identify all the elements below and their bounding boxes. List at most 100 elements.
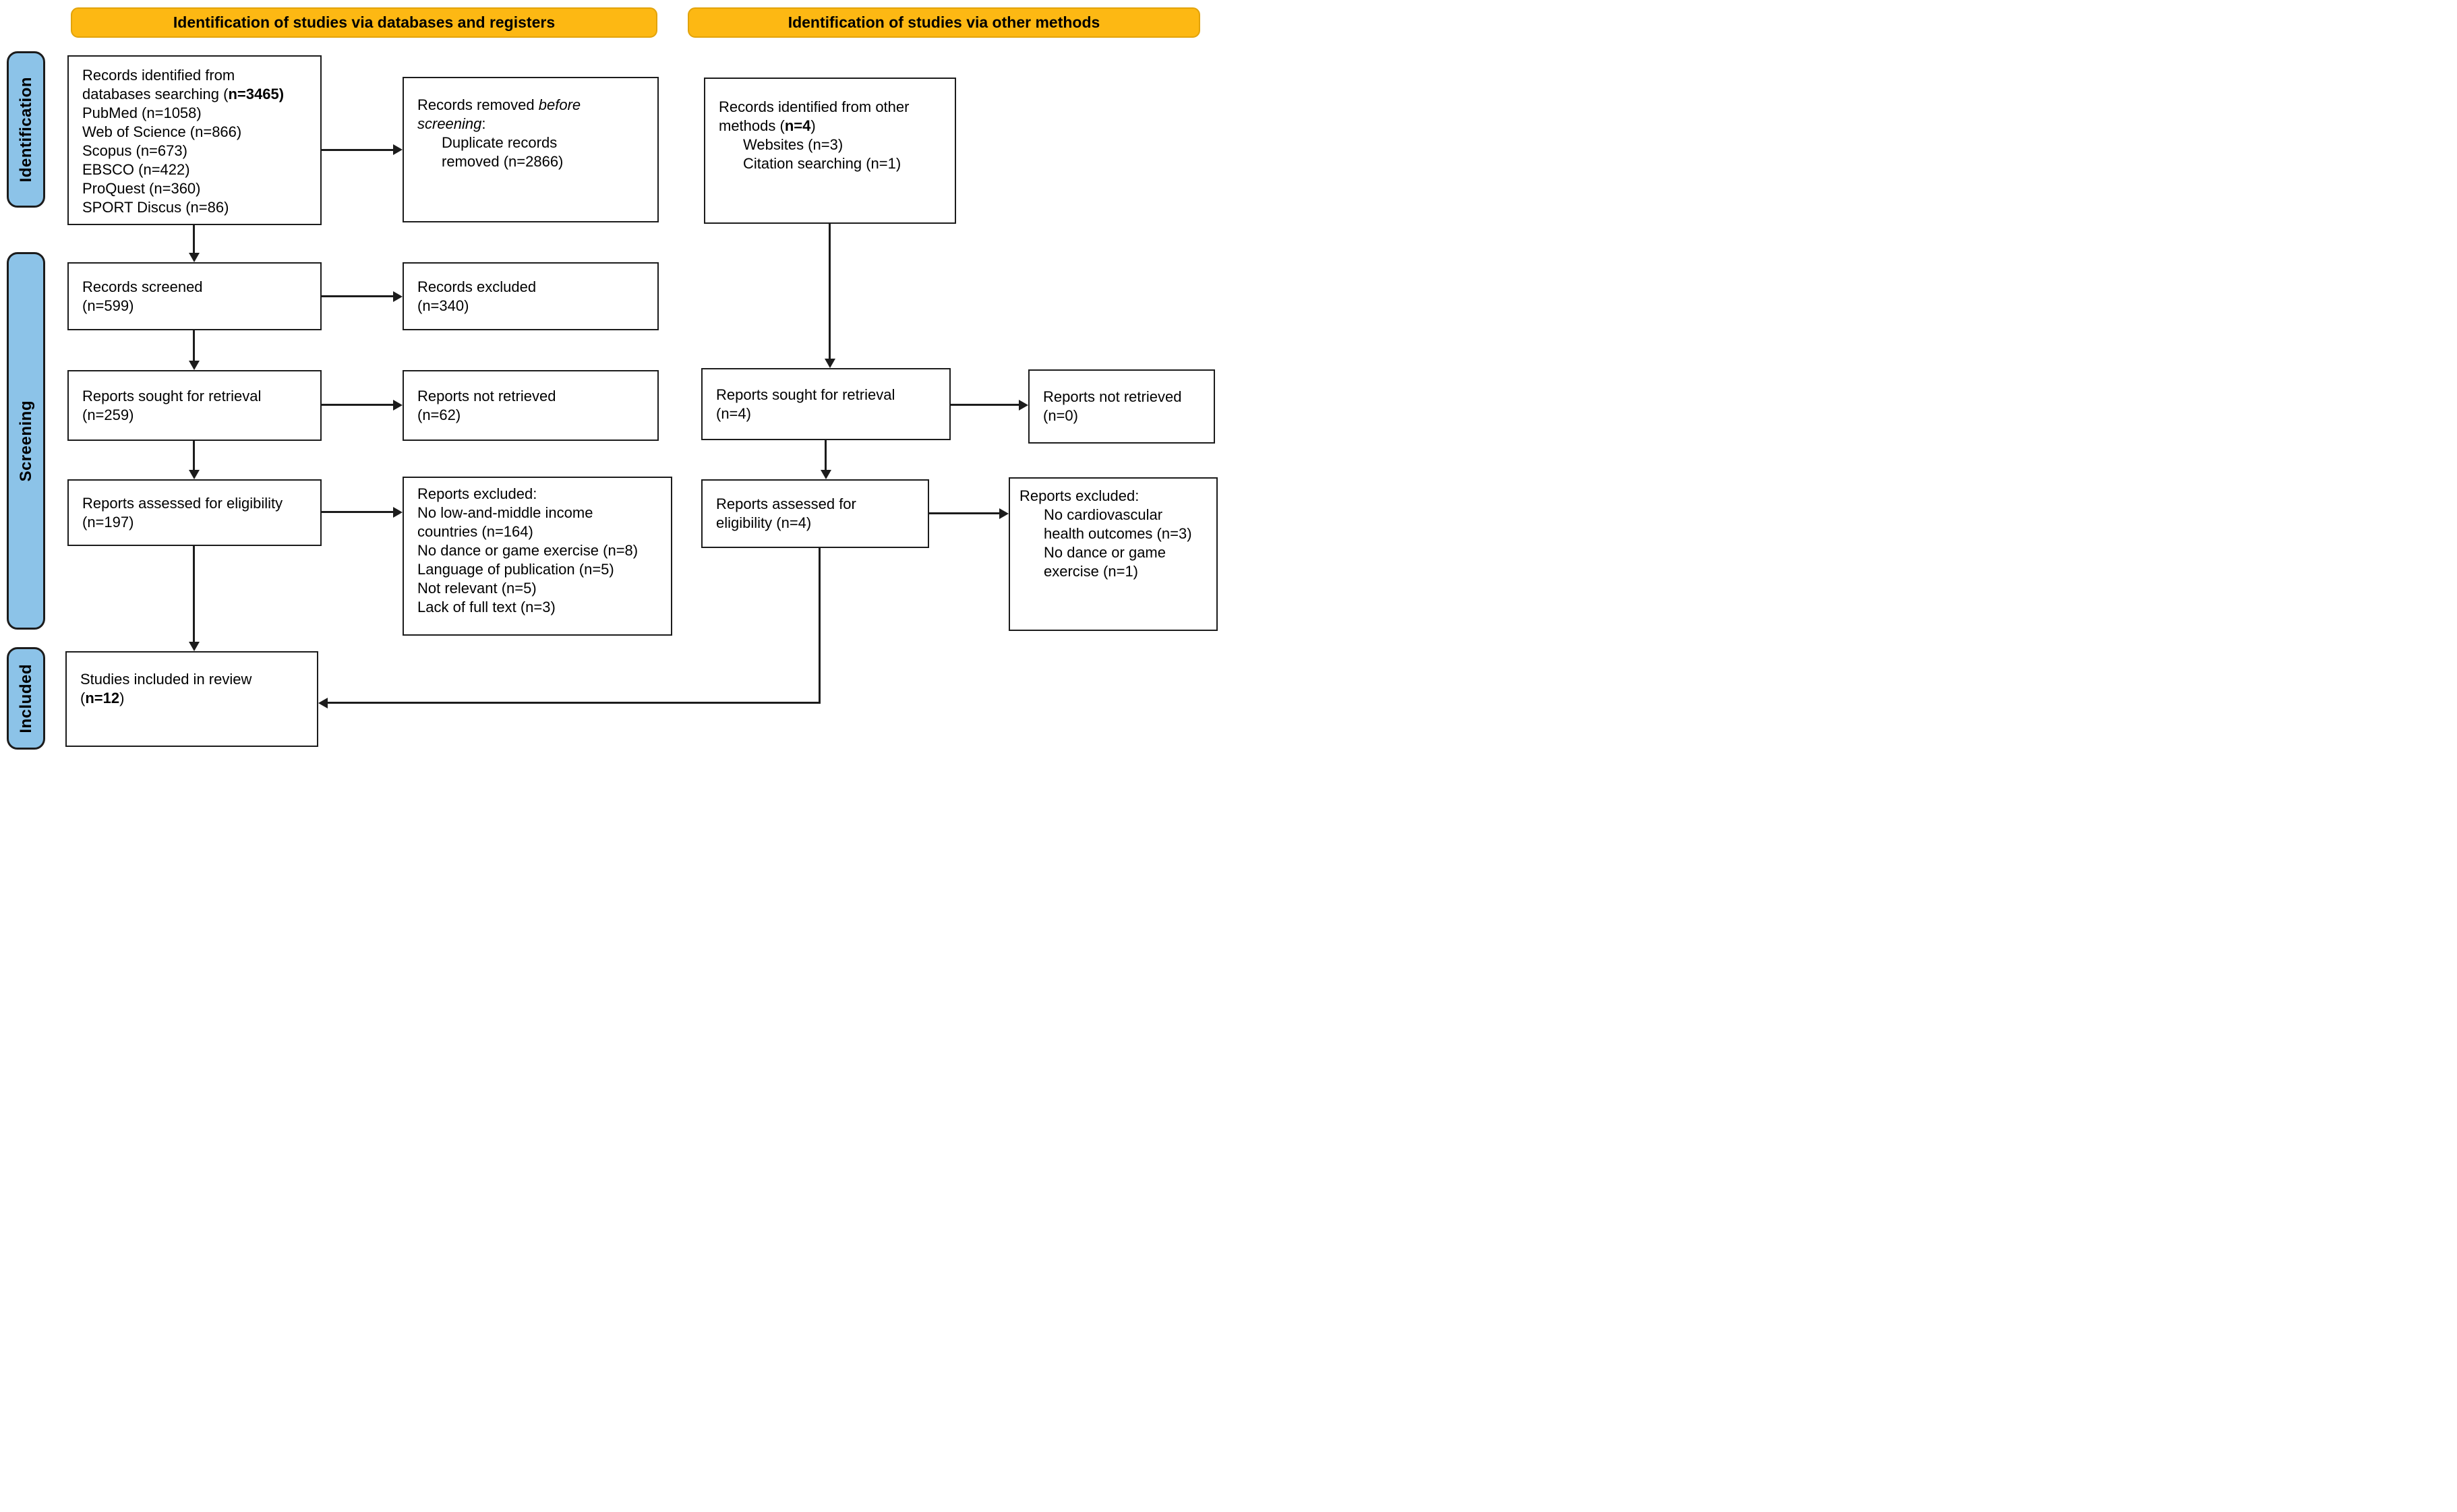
text-line: Websites (n=3): [743, 136, 843, 153]
banner-databases-registers-label: Identification of studies via databases …: [173, 13, 556, 31]
text-line: Not relevant (n=5): [417, 580, 537, 597]
text-line: (n=62): [417, 406, 461, 423]
box-reports-excluded-right-text: Reports excluded: No cardiovascular health…: [1010, 479, 1216, 581]
arrow-sought-to-notretrieved-right-head: [1019, 400, 1028, 411]
text-line: (n=0): [1043, 407, 1078, 424]
box-reports-excluded-right: Reports excluded: No cardiovascular health…: [1009, 477, 1218, 631]
arrow-assessed-to-excluded-left-head: [393, 507, 403, 518]
box-records-identified-databases: Records identified from databases searchi…: [67, 55, 322, 225]
box-reports-sought-left-text: Reports sought for retrieval (n=259): [69, 387, 268, 425]
prisma-flow-diagram: Identification of studies via databases …: [0, 0, 1228, 756]
text-line: Language of publication (n=5): [417, 561, 614, 578]
box-reports-assessed-left: Reports assessed for eligibility(n=197): [67, 479, 322, 546]
stage-identification-label: Identification: [16, 76, 35, 183]
box-reports-not-retrieved-left: Reports not retrieved (n=62): [403, 370, 659, 441]
box-reports-not-retrieved-right-text: Reports not retrieved (n=0): [1030, 388, 1188, 425]
arrow-assessed-to-excluded-left-line: [322, 511, 393, 513]
box-reports-sought-left: Reports sought for retrieval (n=259): [67, 370, 322, 441]
stage-screening: Screening: [7, 252, 45, 630]
text-line: screening:: [417, 115, 486, 132]
arrow-identified-to-removed-line: [322, 149, 393, 151]
arrow-assessedright-to-included-hline: [328, 702, 821, 704]
box-records-identified-other-text: Records identified from other methods (n=…: [705, 79, 955, 173]
arrow-sought-to-assessed-head: [189, 470, 200, 479]
box-records-excluded: Records excluded (n=340): [403, 262, 659, 330]
text-line: Lack of full text (n=3): [417, 599, 556, 615]
text-line: Reports not retrieved: [1043, 388, 1182, 405]
text-line: eligibility (n=4): [716, 514, 812, 531]
arrow-assessed-to-excluded-right-line: [929, 512, 999, 514]
text-line: databases searching (n=3465): [82, 86, 285, 102]
text-line: Records identified from other: [719, 98, 910, 115]
arrow-identified-to-screened-head: [189, 253, 200, 262]
box-studies-included: Studies included in review(n=12): [65, 651, 318, 747]
text-line: Records screened: [82, 278, 203, 295]
text-line: Scopus (n=673): [82, 142, 187, 159]
text-line: Reports not retrieved: [417, 387, 556, 404]
stage-included: Included: [7, 647, 45, 750]
text-line: (n=340): [417, 297, 469, 314]
box-reports-excluded-left-text: Reports excluded: No low-and-middle incom…: [404, 478, 671, 617]
text-line: (n=197): [82, 513, 134, 531]
box-records-screened: Records screened (n=599): [67, 262, 322, 330]
text-line: exercise (n=1): [1044, 563, 1139, 580]
arrow-identified-to-removed-head: [393, 144, 403, 155]
arrow-sought-to-notretrieved-left-head: [393, 400, 403, 411]
box-reports-assessed-left-text: Reports assessed for eligibility(n=197): [69, 494, 289, 532]
text-line: Duplicate records: [442, 134, 558, 151]
text-line: Records removed before: [417, 96, 581, 113]
box-records-removed-text: Records removed before screening: Duplicat…: [404, 78, 657, 171]
arrow-assessed-to-included-head: [189, 642, 200, 651]
text-line: Web of Science (n=866): [82, 123, 242, 140]
arrow-assessed-to-included-line: [193, 546, 195, 642]
arrow-sought-to-notretrieved-left-line: [322, 404, 393, 406]
arrow-screened-to-excluded-head: [393, 291, 403, 302]
arrow-screened-to-sought-line: [193, 330, 195, 361]
text-line: Reports sought for retrieval: [82, 387, 262, 404]
text-line: methods (n=4): [719, 117, 816, 134]
stage-screening-label: Screening: [16, 400, 35, 482]
text-line: Records excluded: [417, 278, 537, 295]
text-line: EBSCO (n=422): [82, 161, 190, 178]
text-line: No dance or game: [1044, 544, 1166, 561]
text-line: PubMed (n=1058): [82, 104, 202, 121]
stage-identification: Identification: [7, 51, 45, 208]
arrow-sought-to-assessed-right-line: [825, 440, 827, 470]
stage-included-label: Included: [16, 663, 35, 733]
text-line: Records identified from: [82, 67, 235, 84]
box-studies-included-text: Studies included in review(n=12): [67, 653, 317, 708]
box-reports-not-retrieved-right: Reports not retrieved (n=0): [1028, 369, 1215, 444]
arrow-identified-to-screened-line: [193, 225, 195, 253]
banner-databases-registers: Identification of studies via databases …: [71, 7, 657, 38]
text-line: health outcomes (n=3): [1044, 525, 1192, 542]
box-records-identified-other: Records identified from other methods (n=…: [704, 78, 956, 224]
text-line: Reports excluded:: [1019, 487, 1139, 504]
arrow-sought-to-assessed-line: [193, 441, 195, 470]
box-reports-sought-right-text: Reports sought for retrieval(n=4): [703, 386, 901, 423]
text-line: No cardiovascular: [1044, 506, 1163, 523]
text-line: Reports sought for retrieval: [716, 386, 895, 403]
text-line: removed (n=2866): [442, 153, 564, 170]
arrow-assessed-to-excluded-right-head: [999, 508, 1009, 519]
text-line: No low-and-middle income: [417, 504, 593, 521]
text-line: (n=259): [82, 406, 134, 423]
box-records-screened-text: Records screened (n=599): [69, 278, 210, 315]
arrow-screened-to-excluded-line: [322, 295, 393, 297]
text-line: ProQuest (n=360): [82, 180, 201, 197]
arrow-otheridentified-to-sought-head: [825, 359, 835, 368]
banner-other-methods: Identification of studies via other meth…: [688, 7, 1200, 38]
arrow-sought-to-notretrieved-right-line: [951, 404, 1019, 406]
text-line: SPORT Discus (n=86): [82, 199, 229, 216]
arrow-sought-to-assessed-right-head: [821, 470, 831, 479]
box-reports-excluded-left: Reports excluded: No low-and-middle incom…: [403, 477, 672, 636]
text-line: (n=4): [716, 404, 751, 422]
banner-other-methods-label: Identification of studies via other meth…: [788, 13, 1100, 31]
text-line: Studies included in review: [80, 671, 252, 688]
text-line: Reports excluded:: [417, 485, 537, 502]
box-records-identified-databases-text: Records identified from databases searchi…: [69, 57, 320, 217]
text-line: countries (n=164): [417, 523, 533, 540]
text-line: (n=599): [82, 297, 134, 314]
arrow-screened-to-sought-head: [189, 361, 200, 370]
